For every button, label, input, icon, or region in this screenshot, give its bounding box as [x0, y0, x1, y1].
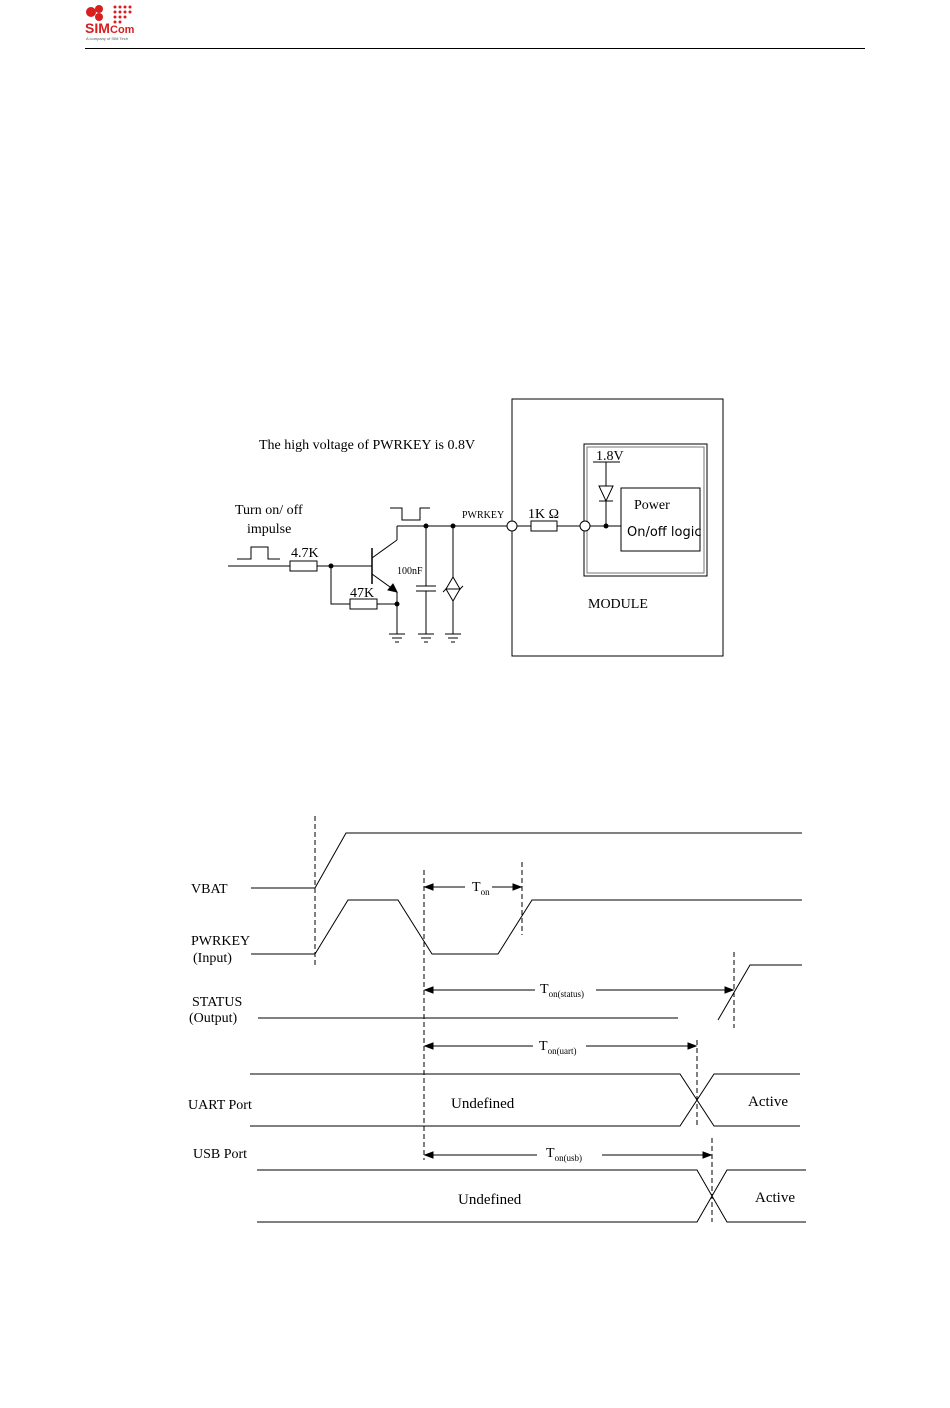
- pwrkey-waveform: [251, 900, 802, 954]
- tvs-diode: [446, 577, 460, 589]
- transistor-emitter-arrow: [388, 584, 397, 592]
- pwrkey-label: PWRKEY: [191, 934, 250, 949]
- pwrkey-input-label: (Input): [193, 951, 232, 966]
- uart-port-label: UART Port: [188, 1098, 252, 1113]
- ton-label: Ton: [472, 880, 490, 897]
- usb-port-label: USB Port: [193, 1147, 247, 1162]
- pwrkey-voltage-note: The high voltage of PWRKEY is 0.8V: [259, 438, 475, 453]
- power-logic-label-line-2: On/off logic: [627, 525, 701, 540]
- impulse-label-line-2: impulse: [247, 522, 291, 537]
- resistor-1k: [531, 521, 557, 531]
- power-logic-label-line-1: Power: [634, 498, 670, 513]
- uart-undefined-state: Undefined: [451, 1096, 515, 1112]
- usb-undefined-state: Undefined: [458, 1192, 522, 1208]
- resistor-1k-label: 1K Ω: [528, 507, 559, 522]
- ton-uart-label: Ton(uart): [539, 1039, 577, 1056]
- status-label: STATUS: [192, 995, 242, 1010]
- vbat-waveform: [251, 833, 802, 888]
- status-waveform-high: [718, 965, 802, 1020]
- resistor-4-7k-label: 4.7K: [291, 546, 319, 561]
- resistor-47k-label: 47K: [350, 586, 374, 601]
- resistor-4-7k: [290, 561, 317, 571]
- impulse-label-line-1: Turn on/ off: [235, 503, 303, 518]
- pwrkey-pin-label: PWRKEY: [462, 510, 504, 521]
- vbat-label: VBAT: [191, 882, 228, 897]
- usb-bus-waveform: [257, 1170, 806, 1222]
- capacitor-label: 100nF: [397, 566, 423, 577]
- power-on-timing-diagram: [250, 816, 806, 1222]
- collector-pulse-waveform: [390, 508, 430, 520]
- uart-active-state: Active: [748, 1094, 788, 1110]
- uart-bus-waveform: [250, 1074, 800, 1126]
- ground-symbols: [389, 634, 461, 642]
- ton-status-label: Ton(status): [540, 982, 584, 999]
- pull-up-diode: [599, 486, 613, 501]
- usb-active-state: Active: [755, 1190, 795, 1206]
- status-output-label: (Output): [189, 1011, 238, 1026]
- pwrkey-pin: [507, 521, 517, 531]
- input-impulse-waveform: [237, 547, 280, 559]
- supply-label: 1.8V: [596, 449, 624, 464]
- ton-usb-label: Ton(usb): [546, 1146, 582, 1163]
- module-label: MODULE: [588, 597, 648, 612]
